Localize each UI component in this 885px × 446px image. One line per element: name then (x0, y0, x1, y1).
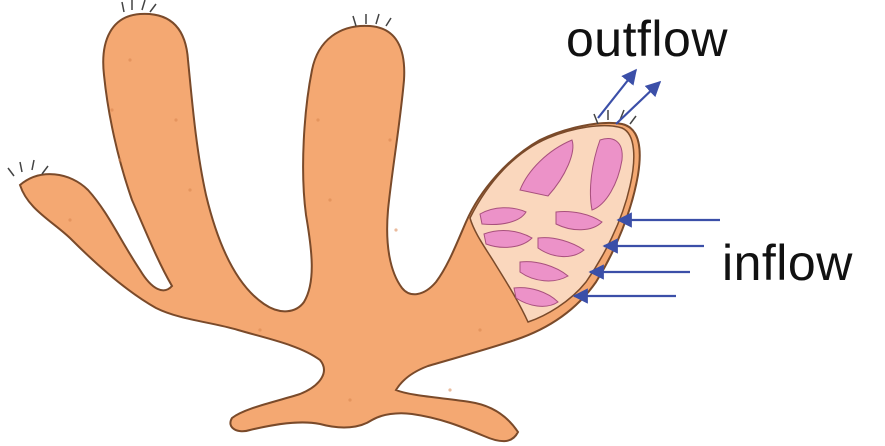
outflow-label: outflow (566, 14, 728, 64)
inflow-label: inflow (722, 238, 853, 288)
